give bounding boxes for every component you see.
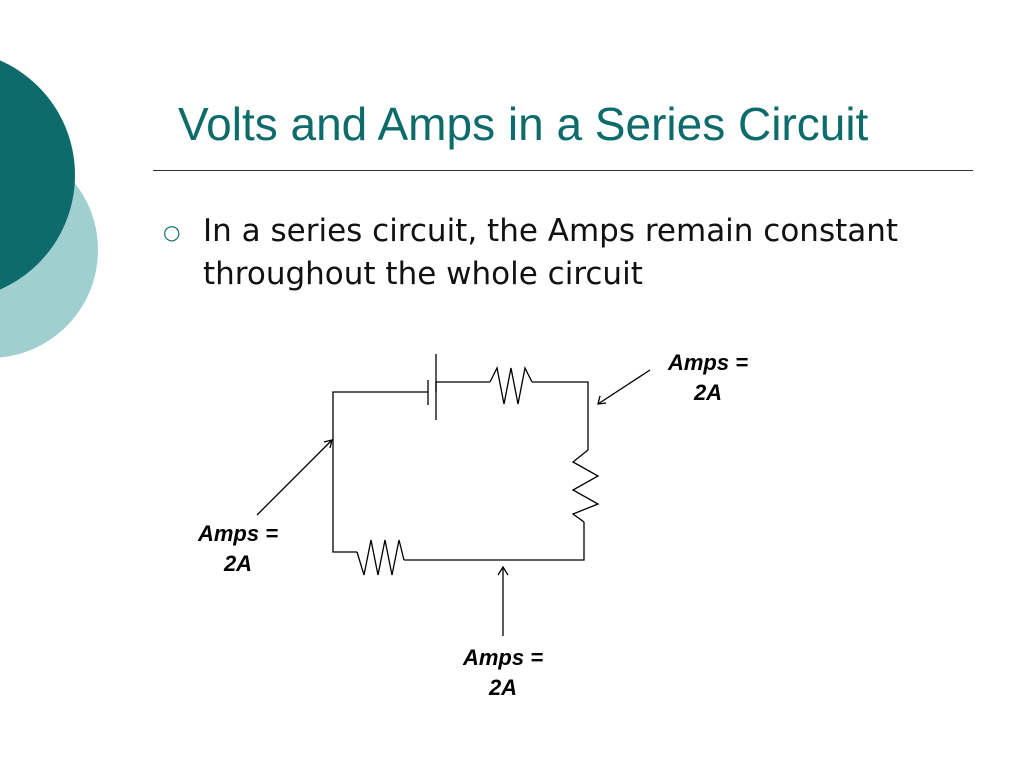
- amps-label-line2: 2A: [693, 380, 723, 405]
- amps-label-line1: Amps =: [462, 645, 544, 670]
- title-divider: [153, 170, 973, 171]
- arrow-left-head: [323, 439, 333, 449]
- amps-label-bottom: Amps = 2A: [433, 643, 573, 703]
- hollow-circle-bullet-icon: ○: [163, 220, 181, 244]
- wire-right: [532, 381, 589, 450]
- decorative-corner-circles: [0, 60, 98, 358]
- resistor-bottom: [356, 539, 405, 576]
- amps-label-left: Amps = 2A: [168, 519, 308, 579]
- arrow-bottom-head: [497, 565, 509, 576]
- wire-left-top: [332, 391, 428, 553]
- resistor-top: [489, 365, 533, 405]
- amps-label-line2: 2A: [223, 551, 253, 576]
- amps-label-line1: Amps =: [197, 521, 279, 546]
- resistor-right: [571, 449, 600, 523]
- arrow-right-head: [597, 395, 607, 405]
- amps-label-line2: 2A: [488, 675, 518, 700]
- amps-label-line1: Amps =: [667, 350, 749, 375]
- wire-top: [435, 381, 490, 392]
- dark-teal-circle: [0, 60, 75, 290]
- amps-label-top-right: Amps = 2A: [638, 348, 778, 408]
- arrow-left-shaft: [256, 439, 333, 516]
- bullet-text: In a series circuit, the Amps remain con…: [203, 213, 899, 292]
- slide-title: Volts and Amps in a Series Circuit: [178, 98, 869, 150]
- arrow-right-shaft: [597, 369, 651, 405]
- wire-bottom: [404, 522, 585, 561]
